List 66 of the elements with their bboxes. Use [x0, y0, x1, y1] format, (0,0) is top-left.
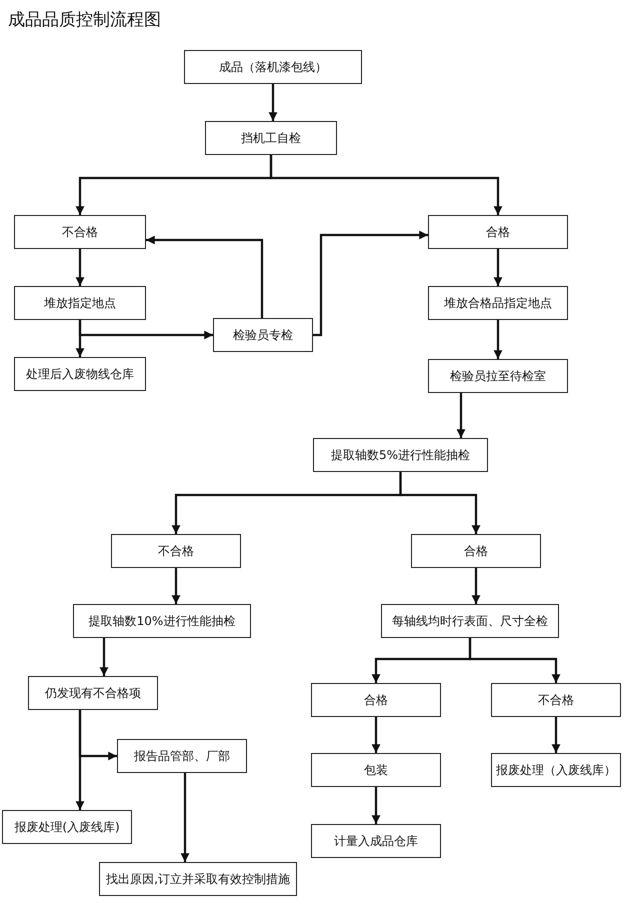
arrow: [468, 638, 560, 683]
step-label: 检验员拉至待检室: [450, 368, 546, 384]
step-label: 成品（落机漆包线）: [219, 58, 327, 76]
arrow: [472, 568, 480, 604]
arrow: [78, 710, 117, 760]
step-label: 不合格: [538, 692, 574, 708]
arrow: [270, 155, 502, 215]
step-label: 报告品管部、厂部: [134, 748, 230, 764]
process-box: [14, 215, 146, 249]
process-box: [14, 357, 146, 391]
step-label: 检验员专检: [233, 326, 293, 344]
step-label: 报废处理（入废线库）: [496, 762, 616, 778]
step-label: 计量入成品仓库: [334, 832, 418, 850]
process-box: [311, 824, 441, 858]
arrow: [172, 568, 180, 604]
arrow: [494, 249, 502, 286]
step-label: 包装: [364, 762, 388, 778]
arrow: [76, 249, 84, 286]
process-box: [99, 862, 297, 896]
arrow: [456, 393, 466, 438]
step-label: 报废处理(入废线库): [14, 818, 120, 836]
arrow: [100, 638, 108, 676]
arrow: [78, 320, 213, 340]
arrow: [372, 787, 380, 824]
arrow: [494, 320, 502, 359]
step-label: 合格: [486, 224, 510, 240]
process-box: [428, 359, 568, 393]
process-box: [111, 534, 241, 568]
step-label: 提取轴数10%进行性能抽检: [88, 612, 236, 630]
process-box: [311, 683, 441, 717]
arrow: [268, 84, 278, 121]
step-label: 合格: [464, 542, 488, 560]
process-box: [491, 753, 621, 787]
process-box: [213, 318, 313, 352]
process-box: [313, 438, 488, 472]
arrow: [399, 472, 480, 534]
process-box: [73, 604, 251, 638]
process-box: [184, 50, 362, 84]
step-label: 堆放指定地点: [44, 294, 116, 312]
step-label: 仍发现有不合格项: [45, 684, 141, 702]
process-box: [205, 121, 337, 155]
step-label: 处理后入废物线仓库: [26, 366, 134, 382]
step-label: 每轴线均时行表面、尺寸全检: [392, 612, 548, 630]
step-label: 不合格: [62, 224, 98, 240]
process-box: [428, 286, 568, 320]
step-label: 堆放合格品指定地点: [444, 294, 552, 312]
process-box: [381, 604, 559, 638]
step-label: 合格: [364, 692, 388, 708]
process-box: [14, 286, 146, 320]
step-label: 找出原因,订立并采取有效控制措施: [106, 870, 290, 888]
arrow: [146, 236, 264, 318]
arrow: [313, 230, 428, 336]
process-box: [411, 534, 541, 568]
step-label: 不合格: [158, 542, 194, 560]
step-label: 提取轴数5%进行性能抽检: [330, 446, 470, 464]
arrow: [372, 717, 380, 753]
process-box: [311, 753, 441, 787]
process-box: [491, 683, 621, 717]
process-box: [2, 810, 132, 844]
process-box: [28, 676, 158, 710]
process-box: [428, 215, 568, 249]
step-label: 挡机工自检: [241, 130, 301, 146]
diagram-title: 成品品质控制流程图: [8, 9, 161, 31]
arrow: [552, 717, 560, 753]
arrow: [180, 773, 190, 862]
process-box: [117, 739, 247, 773]
